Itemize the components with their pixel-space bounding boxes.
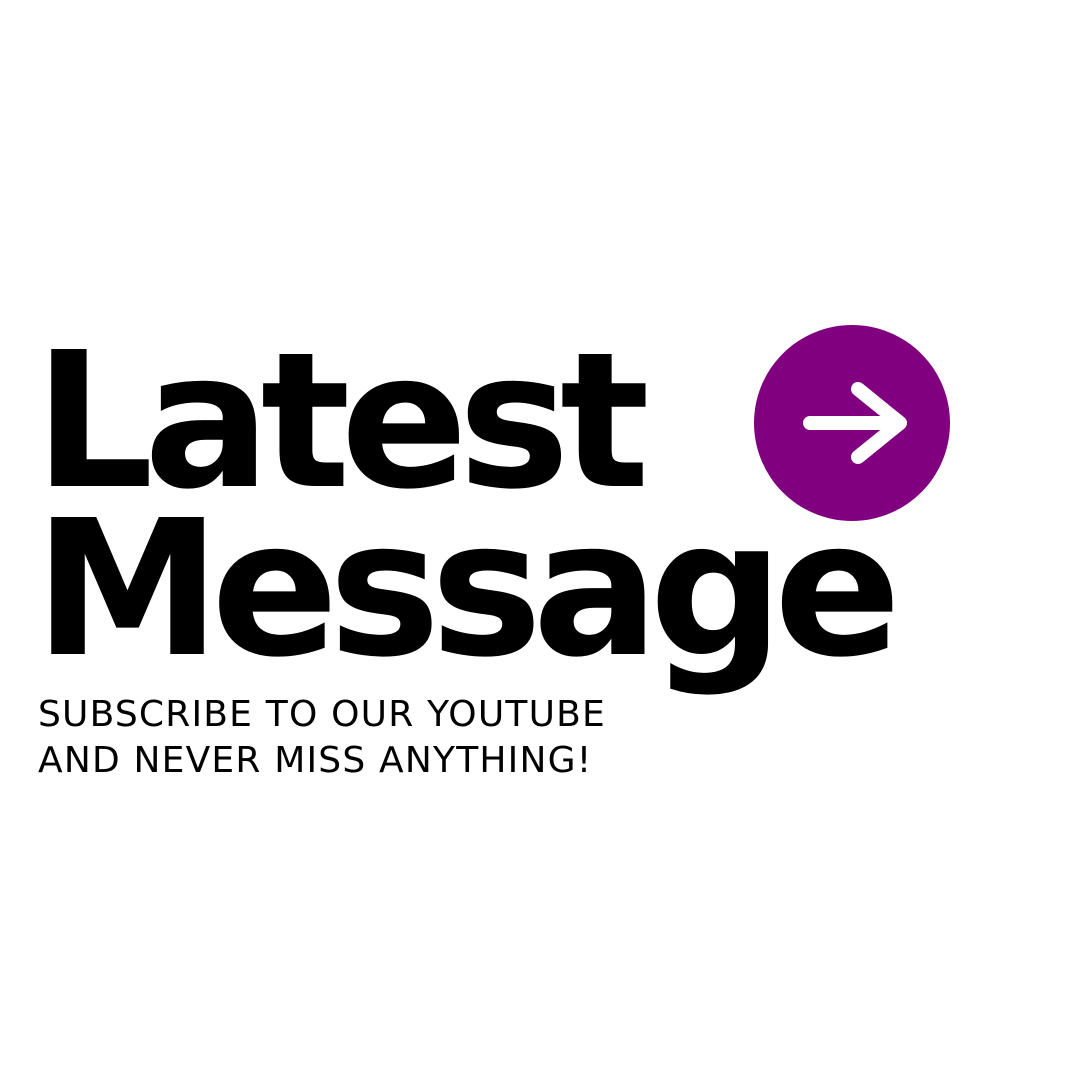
arrow-right-icon [803, 382, 907, 464]
headline-latest: Latest [34, 312, 650, 531]
headline-message: Message [34, 480, 901, 699]
tagline: SUBSCRIBE TO OUR YOUTUBE AND NEVER MISS … [38, 692, 606, 784]
arrow-button[interactable] [754, 325, 950, 521]
tagline-line-2: AND NEVER MISS ANYTHING! [38, 740, 593, 781]
tagline-line-1: SUBSCRIBE TO OUR YOUTUBE [38, 694, 606, 735]
